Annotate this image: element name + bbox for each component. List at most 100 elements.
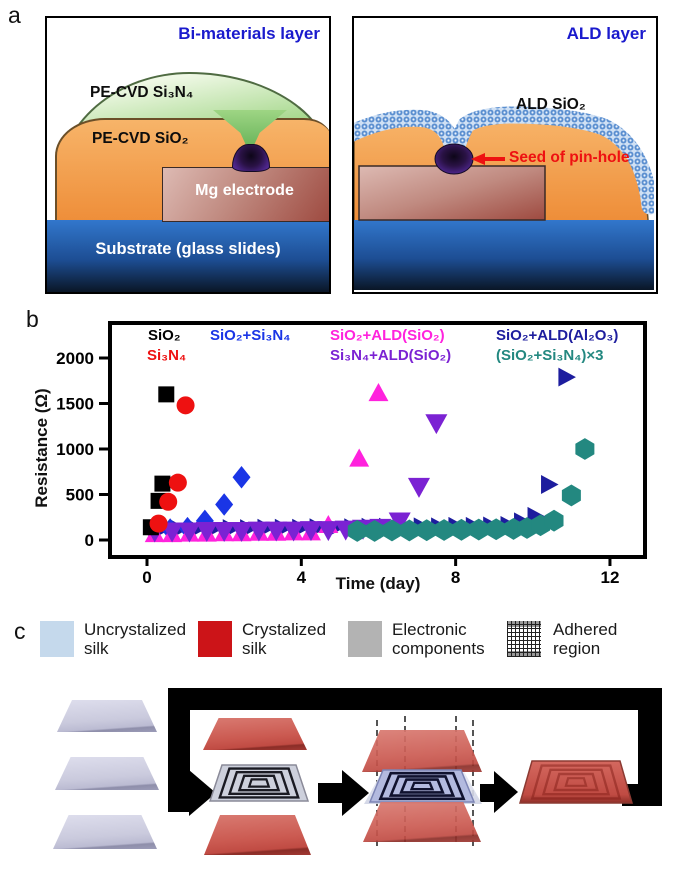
final-device <box>519 760 633 804</box>
data-point <box>232 465 251 489</box>
y-axis-title: Resistance (Ω) <box>32 388 51 508</box>
data-point <box>158 386 175 403</box>
x-tick-label: 8 <box>451 568 460 587</box>
electronic-components-label: Electronic components <box>392 620 485 658</box>
y-tick-label: 500 <box>66 486 94 505</box>
legend-line: Uncrystalized <box>84 620 187 639</box>
mg-electrode-shape <box>162 167 329 222</box>
data-point <box>247 521 270 542</box>
data-point <box>215 493 234 516</box>
pinhole-seed-shape <box>232 144 270 172</box>
data-point <box>425 414 448 435</box>
substrate-label: Substrate (glass slides) <box>95 240 281 258</box>
panel-a-label: a <box>8 2 21 28</box>
data-point <box>178 522 201 543</box>
loop-right-bar <box>638 688 662 784</box>
data-point <box>417 519 437 542</box>
ald-dotted-layer <box>354 106 656 215</box>
data-point <box>388 512 411 533</box>
data-point <box>407 477 431 498</box>
data-point <box>544 509 564 532</box>
data-point <box>561 484 581 507</box>
panel-c-label: c <box>14 618 26 644</box>
data-point <box>451 518 471 541</box>
y-tick-label: 1500 <box>56 395 94 414</box>
x-tick-label: 0 <box>142 568 151 587</box>
data-point <box>159 492 178 511</box>
data-point <box>368 383 389 402</box>
data-point <box>265 521 288 542</box>
loop-top-bar <box>168 688 662 710</box>
adhered-region-swatch <box>507 621 541 657</box>
data-point <box>299 521 322 542</box>
electrode-label: Mg electrode <box>195 182 294 199</box>
stack-bottom-silk-sheet <box>363 802 481 842</box>
series-SiO2+ALD(Al2O3) <box>153 367 576 539</box>
uncrystalized-silk-sheet <box>57 700 157 732</box>
legend-sio2-si3n4: SiO₂+Si₃N₄ <box>210 327 291 344</box>
legend-line: Adhered <box>553 620 618 639</box>
legend-line: region <box>553 639 601 658</box>
data-point <box>486 518 506 541</box>
step-arrow-stem <box>480 784 494 802</box>
data-point <box>149 514 168 533</box>
crystalized-silk-swatch <box>198 621 232 657</box>
alignment-dashed-line <box>376 720 378 846</box>
loop-right-foot <box>622 784 662 806</box>
data-point <box>469 518 489 541</box>
y-tick-label: 2000 <box>56 349 94 368</box>
data-point <box>575 438 595 460</box>
data-point <box>558 367 576 387</box>
bimaterials-title: Bi-materials layer <box>178 24 320 43</box>
data-point <box>168 473 187 492</box>
uncrystalized-silk-label: Uncrystalized silk <box>84 620 186 658</box>
legend-si3n4-aldsio2: Si₃N₄+ALD(SiO₂) <box>330 347 452 364</box>
series-Si3N4+ALD(SiO2) <box>143 414 448 543</box>
legend-sio2-aldsio2: SiO₂+ALD(SiO₂) <box>330 327 445 344</box>
legend-sio2-aldal2o3: SiO₂+ALD(Al₂O₃) <box>496 327 619 344</box>
electrode-shape <box>358 165 546 221</box>
oxide-label: PE-CVD SiO₂ <box>92 130 189 147</box>
nitride-label: PE-CVD Si₃N₄ <box>90 84 194 101</box>
uncrystalized-silk-sheet <box>53 815 157 849</box>
step-arrow-icon <box>342 770 369 816</box>
pinhole-seed-shape <box>434 143 474 175</box>
data-point <box>213 522 236 542</box>
seed-arrow-line <box>483 157 505 161</box>
legend-sio2-si3n4-x3: (SiO₂+Si₃N₄)×3 <box>496 347 604 364</box>
substrate-shape <box>354 220 654 290</box>
legend-line: silk <box>84 639 109 658</box>
seed-label: Seed of pin-hole <box>509 149 630 166</box>
uncrystalized-silk-swatch <box>40 621 74 657</box>
data-point <box>195 509 214 533</box>
stack-coil-device <box>368 769 476 803</box>
loop-arrow-icon <box>189 770 216 816</box>
legend-line: components <box>392 639 485 658</box>
data-point <box>365 519 385 542</box>
alignment-dashed-line <box>472 720 474 846</box>
crystalized-silk-sheet <box>204 815 311 855</box>
data-point <box>434 519 454 541</box>
loop-left-bar <box>168 688 190 812</box>
data-point <box>195 522 218 542</box>
coil-device <box>208 764 310 802</box>
alignment-dashed-line <box>455 716 457 842</box>
data-point <box>541 475 559 494</box>
substrate-shape <box>47 220 329 292</box>
data-point <box>347 519 367 542</box>
step-arrow-icon <box>494 771 518 813</box>
stack-top-silk-sheet <box>362 730 482 772</box>
uncrystalized-silk-sheet <box>55 757 159 790</box>
series-(SiO2+Si3N4)x3 <box>347 438 595 542</box>
alignment-dashed-line <box>404 716 406 842</box>
legend-sio2: SiO₂ <box>148 327 181 344</box>
data-point <box>349 448 370 467</box>
ald-sio2-label: ALD SiO₂ <box>516 96 586 113</box>
bimaterials-schematic: Bi-materials layer PE-CVD Si₃N₄ PE-CVD S… <box>45 16 331 294</box>
data-point <box>176 396 195 415</box>
crystalized-silk-sheet <box>203 718 307 750</box>
crystalized-silk-label: Crystalized silk <box>242 620 326 658</box>
adhered-region-label: Adhered region <box>553 620 617 658</box>
